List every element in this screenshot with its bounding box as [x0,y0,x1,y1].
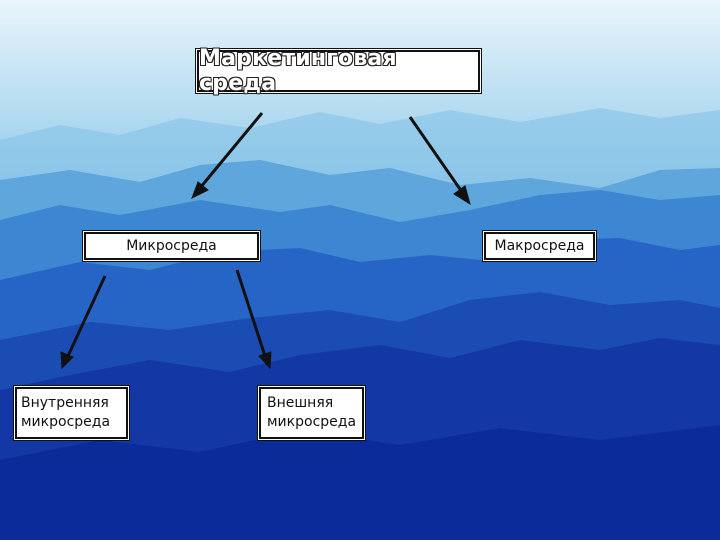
node-internal-microenvironment: Внутренняя микросреда [15,387,128,439]
arrow-micro-to-internal [60,275,107,370]
node-microenvironment: Микросреда [84,232,259,260]
node-external-label-line1: Внешняя [267,395,334,411]
node-external-label-line2: микросреда [267,414,357,430]
arrow-root-to-macro [408,116,471,206]
node-macroenvironment: Макросреда [484,232,595,260]
arrow-root-to-micro [191,112,264,200]
arrows [60,112,471,370]
node-microenvironment-label: Микросреда [126,238,217,254]
arrow-micro-to-external [235,269,272,370]
node-internal-label-line1: Внутренняя [21,395,109,411]
node-macroenvironment-label: Макросреда [494,238,585,254]
node-external-microenvironment: Внешняя микросреда [259,387,364,439]
node-marketing-environment-label: Маркетинговая среда [199,46,397,96]
node-marketing-environment: Маркетинговая среда [197,46,480,96]
node-internal-label-line2: микросреда [21,414,111,430]
